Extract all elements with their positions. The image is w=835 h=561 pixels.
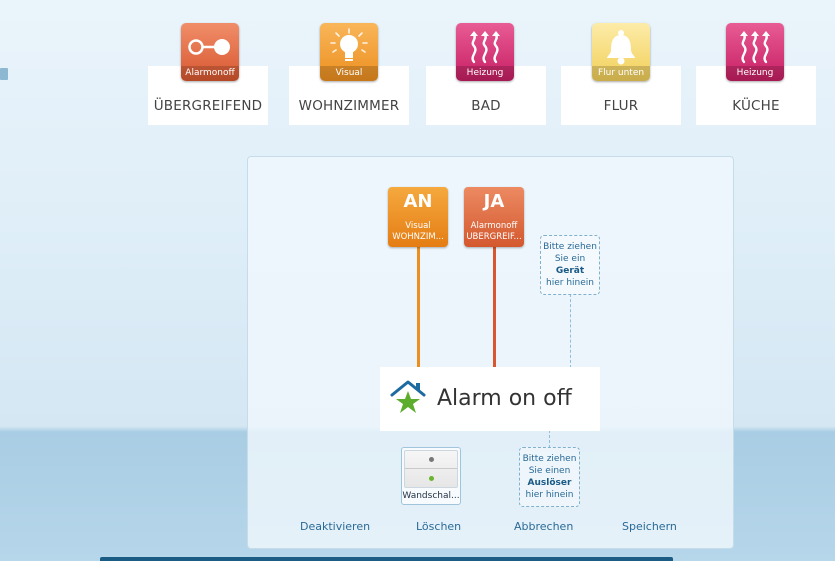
device-tile-alarmonoff[interactable]: Alarmonoff: [181, 23, 239, 81]
drop-hint-text: Bitte ziehen: [543, 242, 597, 252]
device-tile-flur-unten[interactable]: Flur unten: [592, 23, 650, 81]
heating-icon: [726, 27, 784, 67]
delete-link[interactable]: Löschen: [416, 520, 462, 533]
toggle-switch-icon: [181, 27, 239, 67]
room-card-flur[interactable]: FLUR: [561, 66, 681, 125]
trigger-drop-zone[interactable]: Bitte ziehen Sie einen Auslöser hier hin…: [519, 447, 580, 507]
device-tile-heizung-kueche[interactable]: Heizung: [726, 23, 784, 81]
device-drop-zone[interactable]: Bitte ziehen Sie ein Gerät hier hinein: [540, 235, 600, 295]
room-name: KÜCHE: [732, 98, 780, 114]
actor-state: JA: [483, 191, 505, 212]
tile-caption: Visual: [320, 66, 378, 81]
drop-connector-line: [549, 430, 550, 448]
room-name: BAD: [471, 98, 501, 114]
room-name: FLUR: [603, 98, 639, 114]
switch-icon: [404, 450, 458, 488]
room-card-kueche[interactable]: KÜCHE: [696, 66, 816, 125]
home-star-icon: [390, 380, 426, 418]
deactivate-link[interactable]: Deaktivieren: [300, 520, 371, 533]
tile-caption: Heizung: [726, 66, 784, 81]
tile-caption: Flur unten: [592, 66, 650, 81]
actor-badge-alarmonoff[interactable]: JA Alarmonoff ÜBERGREIF...: [464, 187, 524, 247]
actor-state: AN: [403, 191, 433, 212]
bottom-bar: [100, 557, 673, 561]
drop-hint-text: hier hinein: [525, 490, 574, 500]
drop-connector-line: [570, 294, 571, 368]
actor-room: ÜBERGREIF...: [466, 232, 522, 242]
tile-caption: Alarmonoff: [181, 66, 239, 81]
drop-hint-text: Bitte ziehen: [522, 454, 577, 464]
trigger-wall-switch[interactable]: Wandschal...: [401, 447, 461, 505]
actor-badge-visual[interactable]: AN Visual WOHNZIM...: [388, 187, 448, 247]
drop-hint-text: hier hinein: [546, 278, 594, 288]
room-name: WOHNZIMMER: [298, 98, 400, 114]
light-bulb-icon: [320, 27, 378, 67]
bell-icon: [592, 27, 650, 67]
drop-hint-keyword: Auslöser: [527, 478, 572, 488]
heating-icon: [456, 27, 514, 67]
scene-title-card[interactable]: Alarm on off: [380, 367, 600, 431]
cancel-link[interactable]: Abbrechen: [514, 520, 574, 533]
room-card-bad[interactable]: BAD: [426, 66, 546, 125]
actor-room: WOHNZIM...: [392, 232, 444, 242]
save-link[interactable]: Speichern: [622, 520, 677, 533]
drop-hint-text: Sie ein: [554, 254, 586, 264]
device-tile-heizung-bad[interactable]: Heizung: [456, 23, 514, 81]
drop-hint-keyword: Gerät: [555, 266, 585, 276]
actor-connector-line: [493, 246, 496, 368]
device-tile-visual[interactable]: Visual: [320, 23, 378, 81]
actor-device: Alarmonoff: [470, 221, 518, 231]
room-name: ÜBERGREIFEND: [153, 98, 263, 114]
tile-caption: Heizung: [456, 66, 514, 81]
trigger-label: Wandschal...: [402, 491, 460, 501]
actor-device: Visual: [405, 221, 431, 231]
drop-hint-text: Sie einen: [528, 466, 571, 476]
scene-title: Alarm on off: [437, 386, 572, 411]
actor-connector-line: [417, 246, 420, 368]
collapsed-panel-icon[interactable]: [0, 68, 8, 80]
